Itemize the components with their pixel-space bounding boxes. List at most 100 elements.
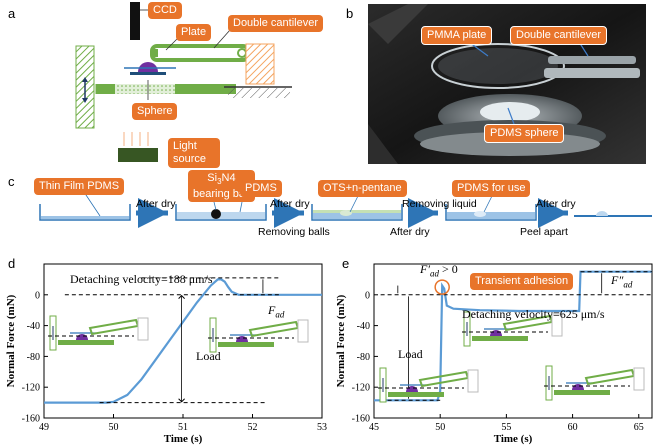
y-tick-label: -40 xyxy=(27,321,40,332)
arrow-removing-balls: Removing balls xyxy=(258,226,330,238)
mini-sphere xyxy=(76,334,88,340)
d-fad-main: F xyxy=(268,303,276,317)
mini-sphere xyxy=(490,330,502,336)
bearing-ball-line2: bearing ball xyxy=(193,188,250,201)
mini-support xyxy=(633,367,645,391)
label-pdms-sphere: PDMS sphere xyxy=(484,124,565,143)
e-mini-setup-left xyxy=(378,367,479,403)
mini-sphere xyxy=(236,336,248,342)
mini-substrate xyxy=(218,342,274,347)
e-transient-circle xyxy=(434,279,450,295)
mini-cantilever xyxy=(418,370,470,388)
d-load-arrowhead-bottom xyxy=(178,398,185,403)
light-source-shape xyxy=(118,148,158,162)
label-sphere: Sphere xyxy=(132,103,178,120)
step-pdms-for-use: PDMS for use xyxy=(452,180,531,197)
label-light-source: Light source xyxy=(168,138,220,168)
y-axis-label: Normal Force (mN) xyxy=(335,294,347,387)
e-fad-dprime-sub: ad xyxy=(623,279,633,290)
label-double-cantilever-b: Double cantilever xyxy=(510,26,607,45)
panel-e-letter: e xyxy=(342,256,350,271)
arrow-after-dry-2: After dry xyxy=(270,198,310,210)
mini-cantilever xyxy=(88,318,140,336)
d-fad-sub: ad xyxy=(275,309,285,320)
label-plate: Plate xyxy=(176,24,212,41)
d-load-arrowhead-top xyxy=(178,294,185,299)
double-cantilever-shape xyxy=(150,44,250,62)
y-tick-label: -160 xyxy=(352,414,370,425)
step-thin-film: Thin Film PDMS xyxy=(34,178,125,195)
e-mini-setup-right xyxy=(544,365,645,401)
x-tick-label: 65 xyxy=(634,422,644,433)
x-axis-label: Time (s) xyxy=(164,433,203,445)
arrow-after-dry-1: After dry xyxy=(136,198,176,210)
d-annotation-velocity: Detaching velocity=188 μm/s xyxy=(70,272,213,286)
series-line xyxy=(374,270,652,402)
panel-d-letter: d xyxy=(8,256,16,271)
x-tick-label: 60 xyxy=(568,422,578,433)
mini-cantilever xyxy=(584,368,636,386)
mini-substrate xyxy=(472,336,528,341)
y-tick-label: -80 xyxy=(357,352,370,363)
bearing-ball-n4: N4 xyxy=(221,172,236,184)
panel-a-letter: a xyxy=(8,6,16,21)
x-tick-label: 55 xyxy=(501,422,511,433)
x-tick-label: 50 xyxy=(109,422,119,433)
y-axis-label: Normal Force (mN) xyxy=(5,294,17,387)
e-mini-setup-middle xyxy=(462,311,563,347)
arrow-after-dry-3: After dry xyxy=(390,226,430,238)
x-tick-label: 50 xyxy=(435,422,445,433)
y-tick-label: -80 xyxy=(27,352,40,363)
y-tick-label: -120 xyxy=(22,383,40,394)
y-tick-label: -120 xyxy=(352,383,370,394)
label-double-cantilever: Double cantilever xyxy=(228,15,323,32)
plot-frame xyxy=(373,263,653,419)
label-pmma-plate: PMMA plate xyxy=(421,26,493,45)
e-fad-prime-cond: > 0 xyxy=(438,262,458,276)
y-tick-label: 0 xyxy=(35,290,40,301)
mini-cantilever xyxy=(248,320,300,338)
x-tick-label: 51 xyxy=(178,422,188,433)
e-transient-adhesion: Transient adhesion xyxy=(470,273,574,290)
support-block xyxy=(245,43,275,85)
e-fad-prime-main: F′ xyxy=(420,262,430,276)
e-fad-prime-sub: ad xyxy=(429,268,439,279)
mini-support xyxy=(137,317,149,341)
panel-b-letter: b xyxy=(346,6,354,21)
mini-substrate xyxy=(554,390,610,395)
step-pdms: PDMS xyxy=(240,180,282,197)
d-annotation-fad: Fad xyxy=(268,303,284,319)
mini-sphere xyxy=(572,384,584,390)
x-tick-label: 52 xyxy=(248,422,258,433)
d-mini-setup-left xyxy=(48,315,149,351)
e-fad-dprime-main: F″ xyxy=(611,273,624,287)
y-tick-label: -40 xyxy=(357,321,370,332)
panel-c-letter: c xyxy=(8,174,15,189)
x-axis-label: Time (s) xyxy=(494,433,533,445)
mini-substrate xyxy=(58,340,114,345)
x-tick-label: 45 xyxy=(369,422,379,433)
sphere-shape xyxy=(138,62,158,72)
mini-support xyxy=(551,313,563,337)
mini-substrate xyxy=(388,392,444,397)
d-mini-setup-right xyxy=(208,317,309,353)
mini-sphere xyxy=(406,386,418,392)
step-ots: OTS+n-pentane xyxy=(318,180,407,197)
d-annotation-load: Load xyxy=(196,349,221,363)
panel-a-schematic xyxy=(75,2,292,162)
mini-support xyxy=(297,319,309,343)
label-ccd: CCD xyxy=(148,2,182,19)
series-line xyxy=(44,278,322,404)
bearing-ball-sub: 3 xyxy=(217,177,222,187)
x-tick-label: 49 xyxy=(39,422,49,433)
e-annotation-velocity: Detaching velocity=625 μm/s xyxy=(462,307,605,321)
arrow-after-dry-4: After dry xyxy=(536,198,576,210)
y-tick-label: 0 xyxy=(365,290,370,301)
bearing-ball-si: Si xyxy=(207,172,218,184)
x-tick-label: 53 xyxy=(317,422,327,433)
e-annotation-fad-prime: F′ad > 0 xyxy=(420,262,458,278)
y-tick-label: -160 xyxy=(22,414,40,425)
arrow-removing-liquid: Removing liquid xyxy=(402,198,477,210)
